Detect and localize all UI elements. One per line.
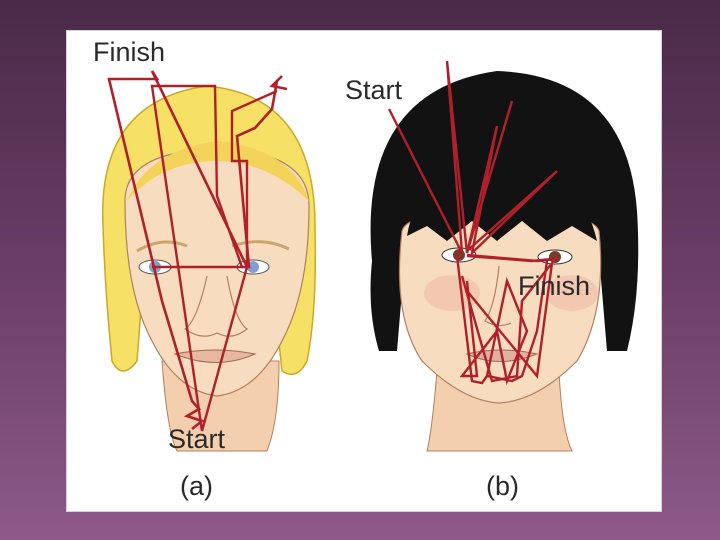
- right-iris-b: [549, 251, 561, 263]
- face-b: [371, 61, 639, 451]
- left-iris-b: [453, 249, 465, 261]
- label-a-finish: Finish: [93, 37, 165, 68]
- face-a: [103, 71, 316, 451]
- caption-a: (a): [180, 471, 213, 502]
- figure-panel: Finish Start (a) Start Finish (b): [66, 30, 662, 512]
- label-a-start: Start: [168, 424, 225, 455]
- label-b-start: Start: [345, 75, 402, 106]
- caption-b: (b): [486, 471, 519, 502]
- label-b-finish: Finish: [518, 271, 590, 302]
